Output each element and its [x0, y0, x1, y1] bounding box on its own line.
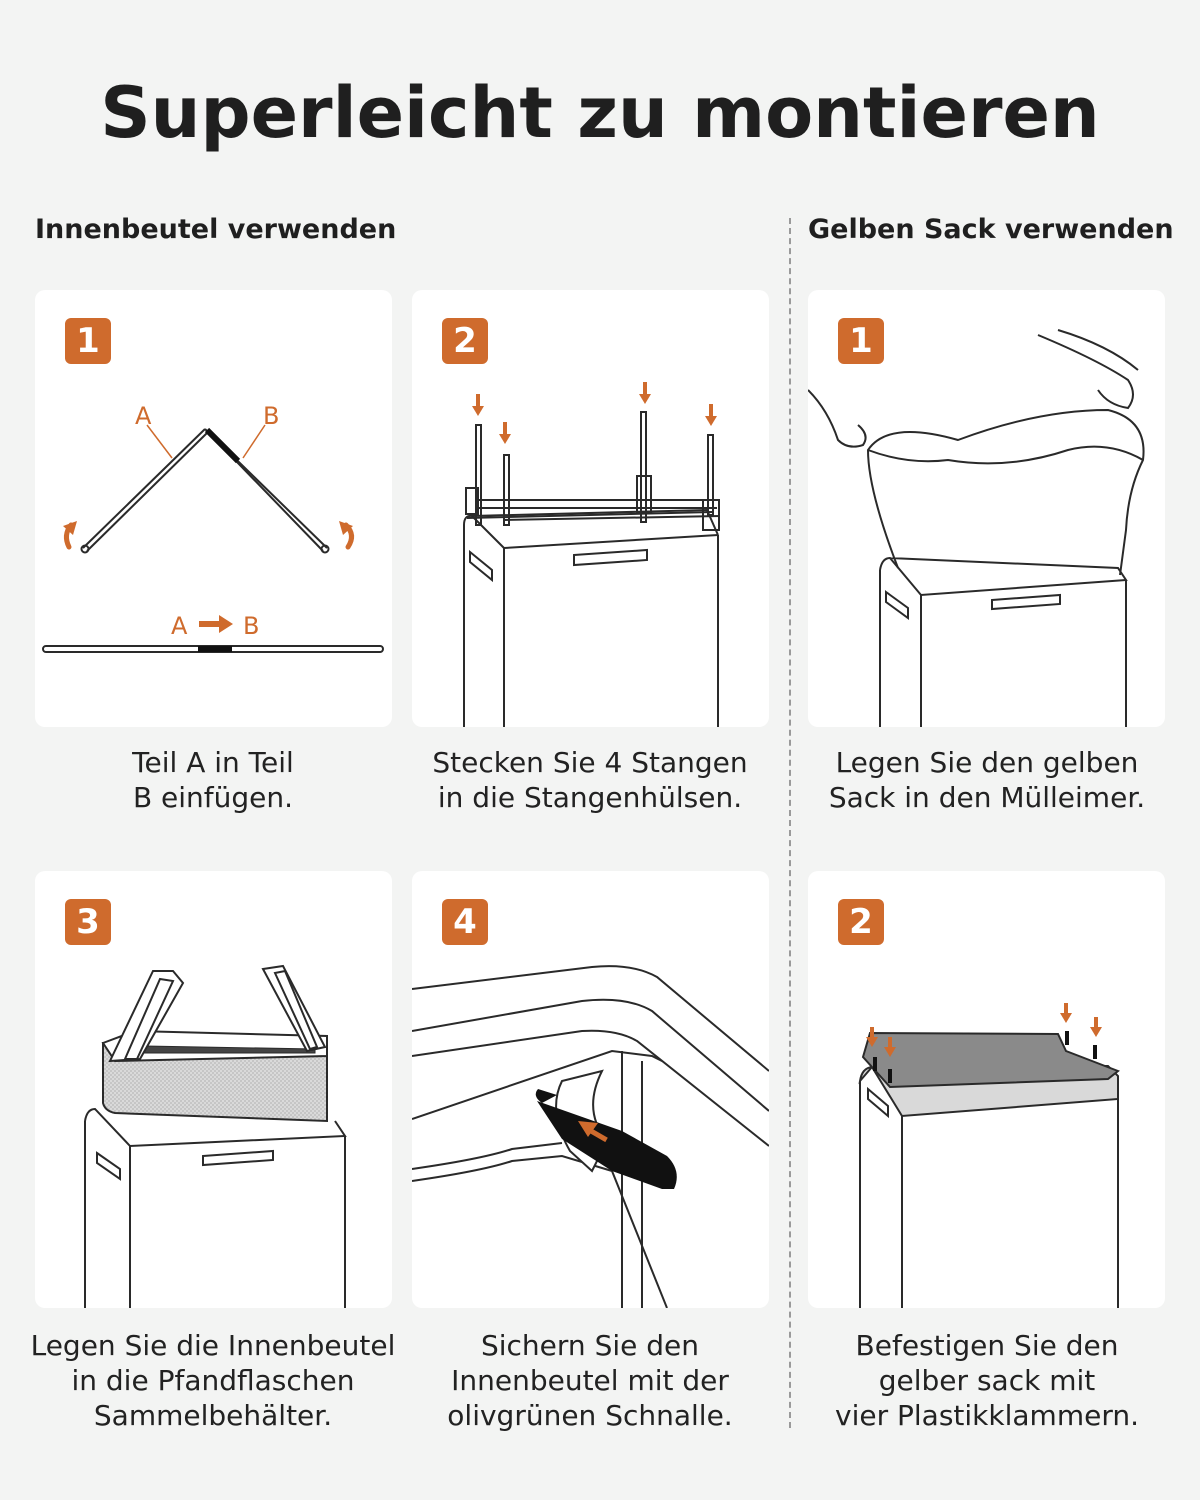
- step-card-inner-1: A B A B 1: [35, 290, 392, 727]
- caption-line: in die Stangenhülsen.: [437, 781, 743, 814]
- step-number-badge: 2: [838, 899, 884, 945]
- step-number-badge: 4: [442, 899, 488, 945]
- caption-line: gelber sack mit: [878, 1364, 1096, 1397]
- caption-line: Sammelbehälter.: [93, 1399, 333, 1432]
- caption-line: in die Pfandflaschen: [71, 1364, 355, 1397]
- place-yellow-sack-illustration: [808, 329, 1145, 727]
- label-b: B: [263, 402, 279, 430]
- step-number-badge: 1: [838, 318, 884, 364]
- step-number-badge: 3: [65, 899, 111, 945]
- caption-inner-2: Stecken Sie 4 Stangen in die Stangenhüls…: [395, 745, 785, 815]
- secure-buckle-illustration: [412, 965, 769, 1308]
- label-b-connect: B: [243, 612, 259, 640]
- attach-clips-illustration: [858, 1003, 1120, 1308]
- caption-inner-3: Legen Sie die Innenbeutel in die Pfandfl…: [18, 1328, 408, 1433]
- label-a-connect: A: [171, 612, 188, 640]
- page-title: Superleicht zu montieren: [100, 72, 1100, 154]
- caption-line: Stecken Sie 4 Stangen: [432, 746, 748, 779]
- caption-line: Befestigen Sie den: [855, 1329, 1119, 1362]
- step-card-inner-2: 2: [412, 290, 769, 727]
- caption-line: Legen Sie die Innenbeutel: [30, 1329, 396, 1362]
- caption-line: Teil A in Teil: [132, 746, 294, 779]
- section-heading-yellow-sack: Gelben Sack verwenden: [808, 214, 1174, 245]
- step-number-badge: 1: [65, 318, 111, 364]
- step-number-badge: 2: [442, 318, 488, 364]
- rod-assembly-illustration: A B A B: [42, 402, 384, 653]
- caption-sack-2: Befestigen Sie den gelber sack mit vier …: [792, 1328, 1182, 1433]
- insert-rods-illustration: [463, 382, 721, 727]
- caption-inner-1: Teil A in Teil B einfügen.: [18, 745, 408, 815]
- caption-line: B einfügen.: [132, 781, 294, 814]
- step-card-sack-2: 2: [808, 871, 1165, 1308]
- insert-inner-bag-illustration: [84, 964, 347, 1308]
- step-card-inner-4: 4: [412, 871, 769, 1308]
- caption-line: Innenbeutel mit der: [451, 1364, 729, 1397]
- caption-line: Sack in den Mülleimer.: [828, 781, 1146, 814]
- caption-line: olivgrünen Schnalle.: [447, 1399, 733, 1432]
- dashed-divider: [789, 218, 791, 1428]
- caption-inner-4: Sichern Sie den Innenbeutel mit der oliv…: [395, 1328, 785, 1433]
- step-card-sack-1: 1: [808, 290, 1165, 727]
- caption-line: Legen Sie den gelben: [835, 746, 1139, 779]
- section-heading-inner-bag: Innenbeutel verwenden: [35, 214, 397, 245]
- caption-sack-1: Legen Sie den gelben Sack in den Mülleim…: [792, 745, 1182, 815]
- caption-line: vier Plastikklammern.: [835, 1399, 1139, 1432]
- label-a: A: [135, 402, 152, 430]
- step-card-inner-3: 3: [35, 871, 392, 1308]
- caption-line: Sichern Sie den: [480, 1329, 699, 1362]
